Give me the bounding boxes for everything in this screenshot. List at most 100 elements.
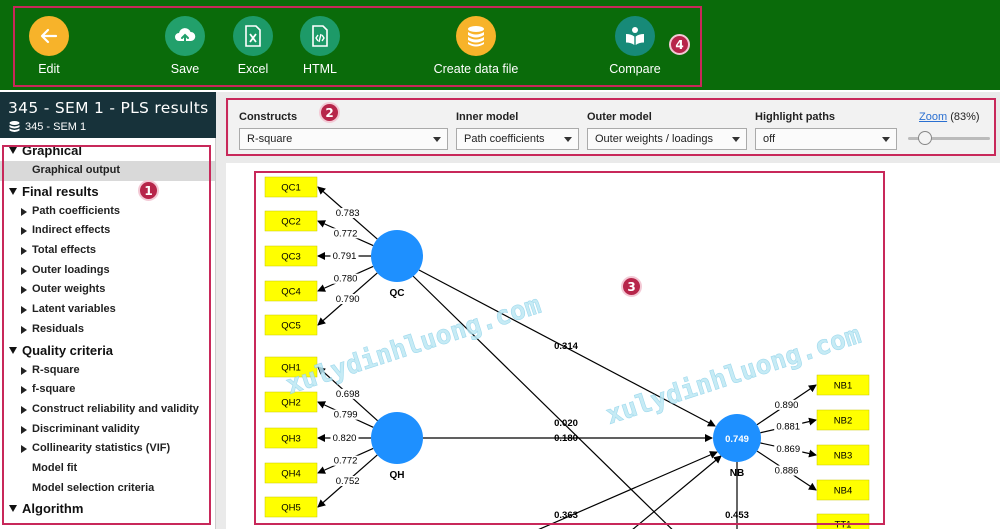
construct-nb <box>713 414 761 462</box>
tree-item-residuals[interactable]: Residuals <box>0 320 215 340</box>
inner-model-select[interactable]: Path coefficients <box>456 128 579 150</box>
collapse-triangle-icon <box>21 247 27 256</box>
indicator-label: QH3 <box>281 434 301 445</box>
tree-item-r-square[interactable]: R-square <box>0 361 215 381</box>
html-label: HTML <box>302 62 338 76</box>
loading-value: 0.783 <box>336 208 360 219</box>
tree-section-graphical[interactable]: Graphical <box>0 140 215 161</box>
tree-item-latent-variables[interactable]: Latent variables <box>0 300 215 320</box>
tree-item-indirect-effects[interactable]: Indirect effects <box>0 221 215 241</box>
save-button[interactable]: Save <box>140 16 230 76</box>
tree-item-outer-loadings[interactable]: Outer loadings <box>0 261 215 281</box>
constructs-label: Constructs <box>239 111 298 123</box>
indicator-nb4 <box>816 479 870 501</box>
collapse-triangle-icon <box>21 266 27 275</box>
indicator-label: NB4 <box>834 486 852 497</box>
collapse-triangle-icon <box>21 405 27 414</box>
indicator-label: QH1 <box>281 363 301 374</box>
highlight-paths-select[interactable]: off <box>755 128 897 150</box>
path-arrow-lower <box>632 455 722 529</box>
path-arrow-below-nb <box>538 451 718 529</box>
loading-value: 0.772 <box>334 456 358 467</box>
caret-down-icon <box>732 137 740 142</box>
create-data-file-label: Create data file <box>433 62 519 76</box>
tree-label: Outer loadings <box>32 263 110 276</box>
outer-model-label: Outer model <box>587 111 652 123</box>
constructs-select[interactable]: R-square <box>239 128 448 150</box>
tree-section-algorithm[interactable]: Algorithm <box>0 498 215 519</box>
tree-section-quality-criteria[interactable]: Quality criteria <box>0 340 215 361</box>
loading-value-bg <box>333 208 362 219</box>
indicator-qc5 <box>264 314 318 336</box>
indicator-label: QC5 <box>281 321 301 332</box>
tree-item-collinearity[interactable]: Collinearity statistics (VIF) <box>0 439 215 459</box>
construct-label: QC <box>390 288 405 299</box>
excel-button[interactable]: Excel <box>208 16 298 76</box>
tree-section-final-results[interactable]: Final results <box>0 181 215 202</box>
tree-label: Model selection criteria <box>32 481 155 494</box>
badge-2: 2 <box>319 102 340 123</box>
indicator-qh1 <box>264 356 318 378</box>
tree-label: Model fit <box>32 461 78 474</box>
badge-1: 1 <box>138 180 159 201</box>
main-toolbar: Edit Save Excel HTML Create data file Co… <box>0 0 1000 90</box>
construct-label: QH <box>390 470 405 481</box>
tree-item-graphical-output[interactable]: Graphical output <box>0 161 215 181</box>
path-coefficient: 0.020 <box>554 418 578 429</box>
tree-label: Final results <box>22 183 99 199</box>
highlight-paths-value: off <box>763 133 776 145</box>
database-small-icon <box>9 121 20 132</box>
path-coefficient: 0.180 <box>554 433 578 444</box>
zoom-slider-thumb[interactable] <box>918 131 932 145</box>
edit-button[interactable]: Edit <box>4 16 94 76</box>
create-data-file-button[interactable]: Create data file <box>421 16 531 76</box>
tree-label: Path coefficients <box>32 204 121 217</box>
cloud-upload-icon <box>165 16 205 56</box>
zoom-readout: Zoom (83%) <box>919 111 980 123</box>
loading-value-bg <box>772 465 801 476</box>
loading-value-bg <box>331 409 360 420</box>
outer-model-value: Outer weights / loadings <box>595 133 714 145</box>
tree-item-path-coefficients[interactable]: Path coefficients <box>0 202 215 222</box>
loading-value-bg <box>330 251 359 261</box>
inner-model-value: Path coefficients <box>464 133 545 145</box>
indicator-qc4 <box>264 280 318 302</box>
tree-label: Discriminant validity <box>32 422 140 435</box>
project-title: 345 - SEM 1 - PLS results <box>8 99 209 117</box>
zoom-link[interactable]: Zoom <box>919 111 948 123</box>
tree-item-model-selection[interactable]: Model selection criteria <box>0 479 215 499</box>
compare-button[interactable]: Compare <box>590 16 680 76</box>
path-arrow-qc-below <box>412 275 673 529</box>
tree-item-total-effects[interactable]: Total effects <box>0 241 215 261</box>
tree-item-f-square[interactable]: f-square <box>0 380 215 400</box>
tree-item-construct-reliability[interactable]: Construct reliability and validity <box>0 400 215 420</box>
constructs-value: R-square <box>247 133 293 145</box>
tree-label: Indirect effects <box>32 224 111 237</box>
path-arrow-qc-nb <box>418 269 716 427</box>
indicator-label: NB2 <box>834 416 852 427</box>
expand-triangle-icon <box>9 187 17 195</box>
tree-label: Total effects <box>32 244 96 257</box>
path-coefficient: 0.314 <box>554 341 578 352</box>
caret-down-icon <box>882 137 890 142</box>
indicator-qc1 <box>264 176 318 198</box>
tree-item-model-fit[interactable]: Model fit <box>0 459 215 479</box>
zoom-slider[interactable] <box>906 131 992 145</box>
tree-label: Quality criteria <box>22 342 114 358</box>
tree-item-discriminant-validity[interactable]: Discriminant validity <box>0 420 215 440</box>
indicator-qh4 <box>264 462 318 484</box>
outer-model-select[interactable]: Outer weights / loadings <box>587 128 747 150</box>
html-button[interactable]: HTML <box>275 16 365 76</box>
expand-triangle-icon <box>9 346 17 354</box>
indicator-qh5 <box>264 496 318 518</box>
loading-value-bg <box>772 399 801 410</box>
construct-qh <box>371 412 423 464</box>
collapse-triangle-icon <box>21 445 27 454</box>
excel-file-icon <box>233 16 273 56</box>
loading-value: 0.790 <box>336 294 360 305</box>
tree-item-outer-weights[interactable]: Outer weights <box>0 280 215 300</box>
html-file-icon <box>300 16 340 56</box>
